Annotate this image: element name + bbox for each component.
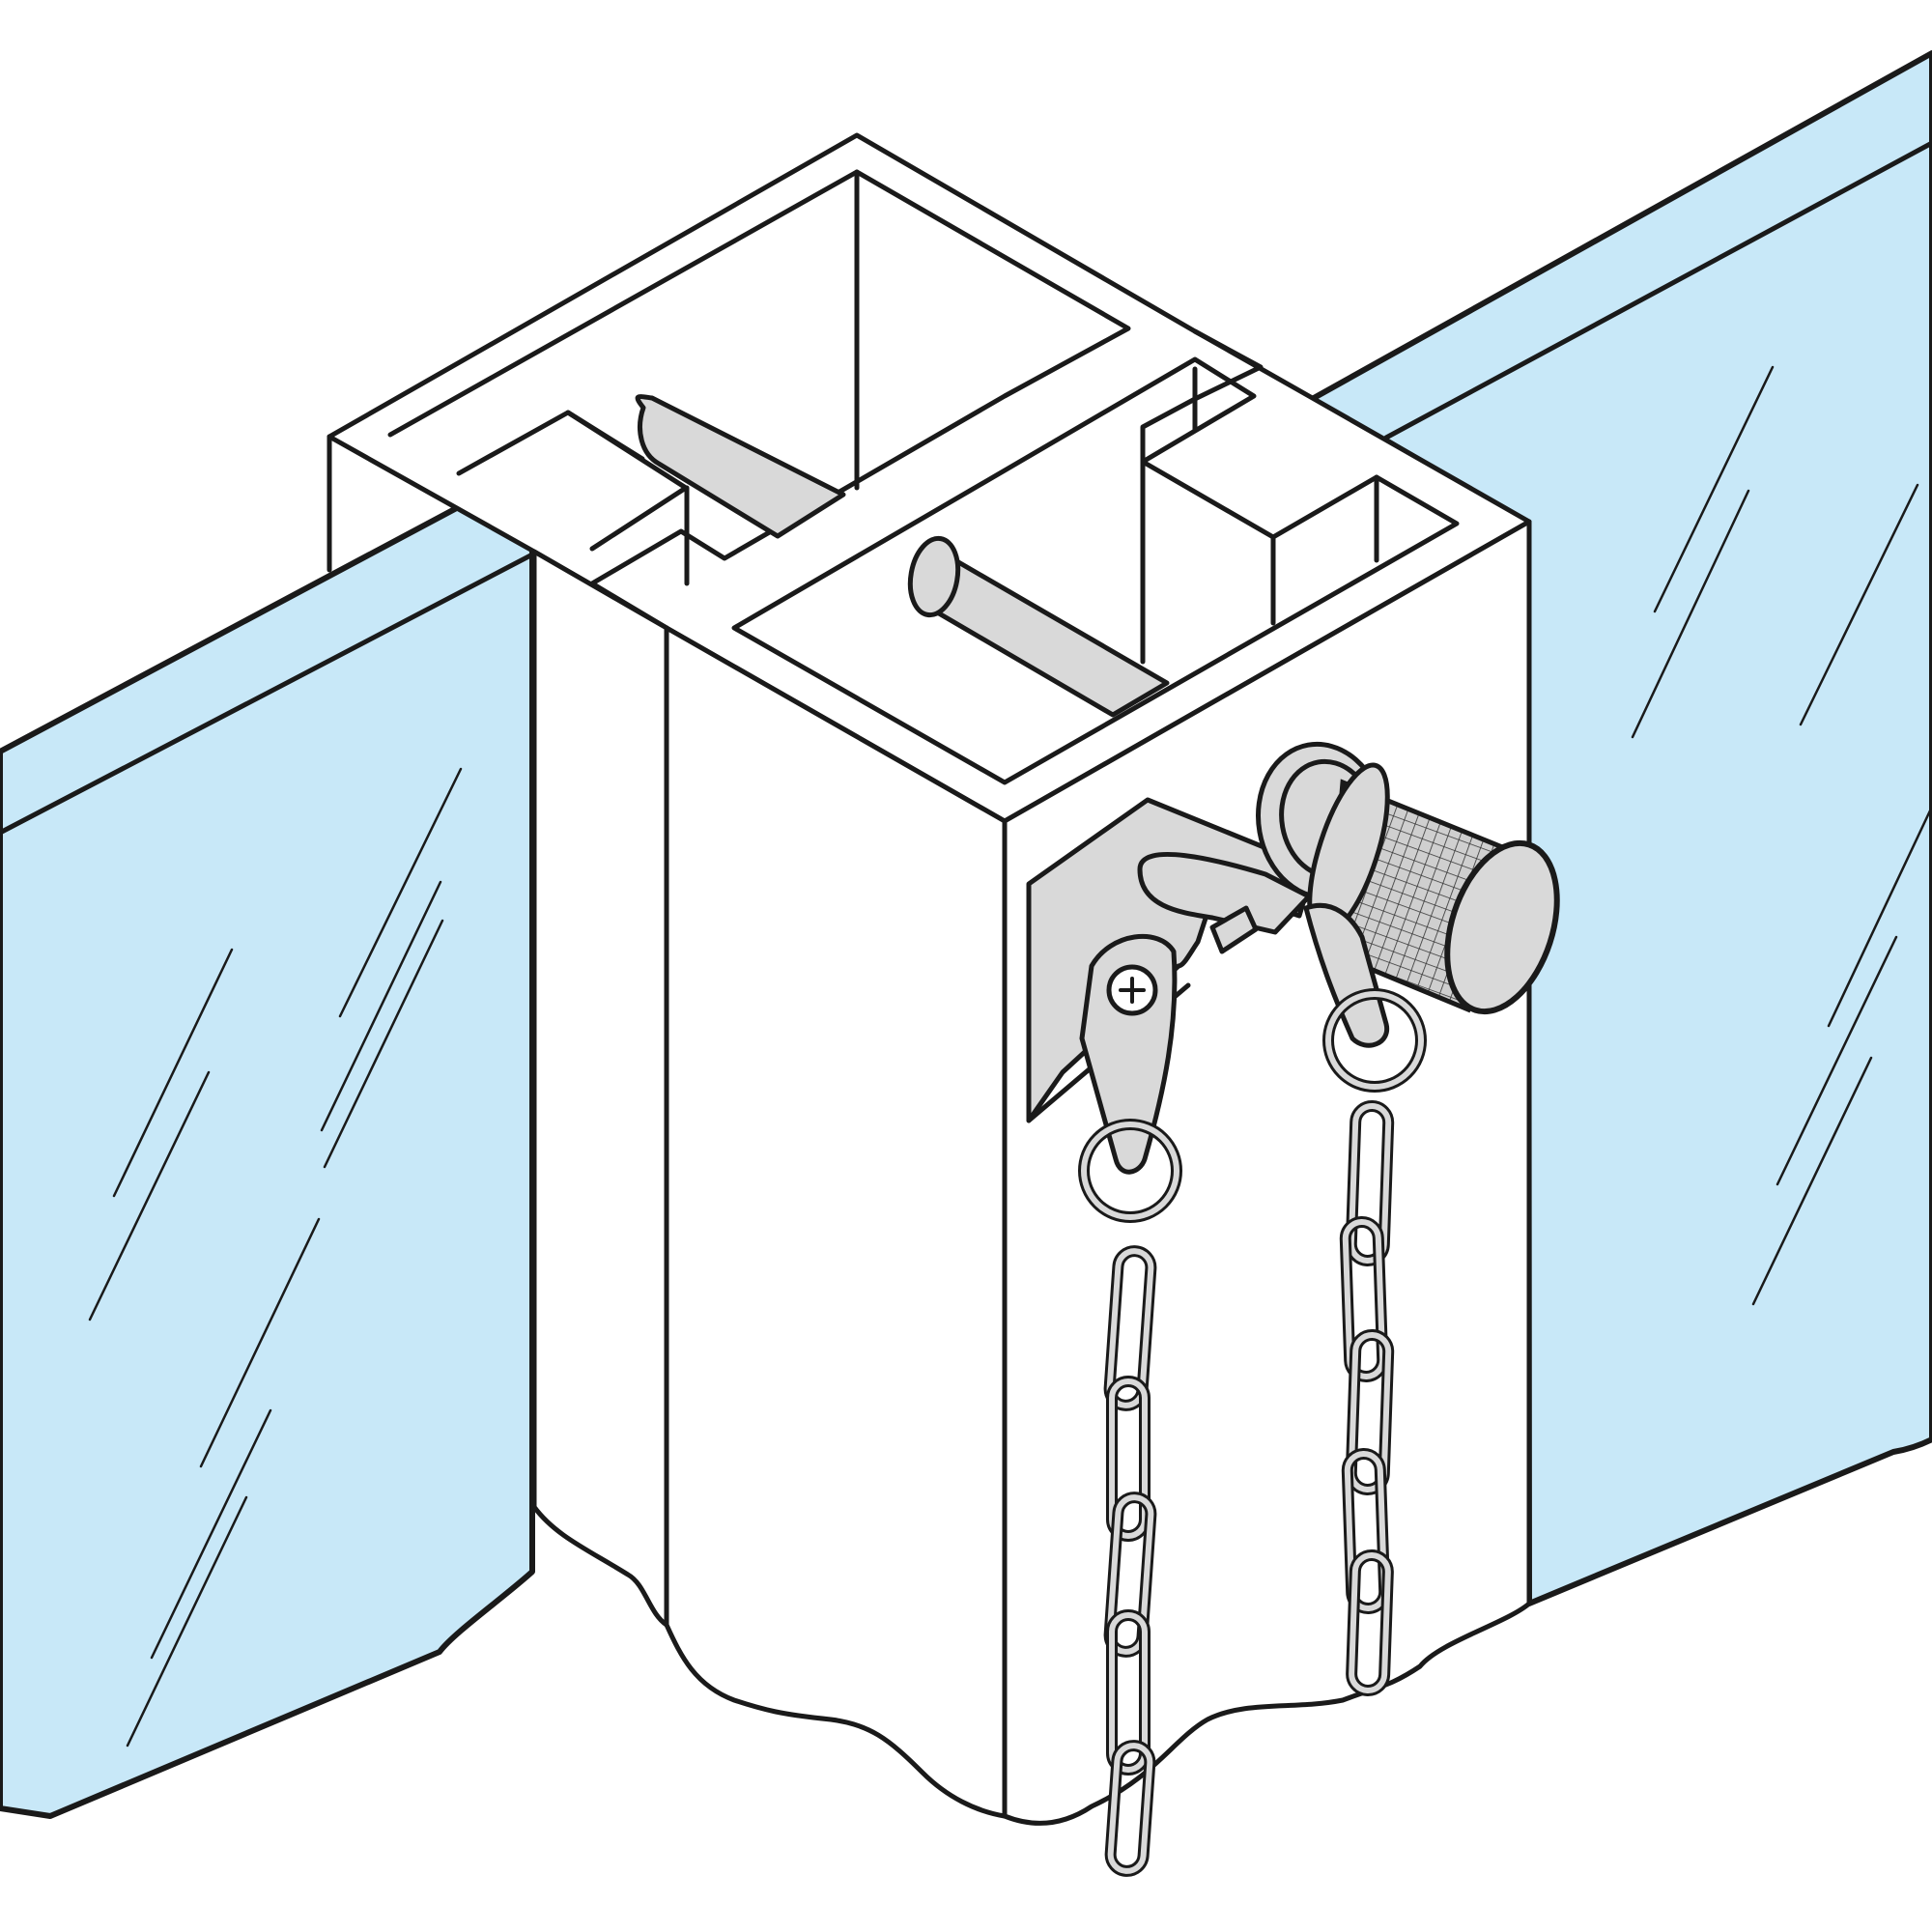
left-glass-panel — [0, 446, 639, 1819]
chain-link-fill — [1107, 1743, 1153, 1874]
chain-ring-fill — [1081, 1122, 1179, 1220]
chain-link-fill — [1106, 1494, 1154, 1655]
left-chain — [1078, 1119, 1182, 1877]
latch-bracket — [1026, 797, 1317, 1175]
chain-link-fill — [1109, 1612, 1148, 1773]
chain-icon — [1078, 988, 1427, 1877]
right-glass-reflections — [1631, 365, 1932, 1306]
knurled-knob-icon — [1255, 741, 1560, 1048]
chain-link-fill — [1348, 1332, 1392, 1492]
chain-ring-fill — [1325, 991, 1424, 1090]
chain-link-fill — [1106, 1248, 1154, 1408]
pin-end — [907, 535, 961, 618]
hinge-pin-rods — [635, 394, 1170, 718]
screw-icon — [1106, 964, 1158, 1016]
chain-link-fill — [1349, 1552, 1391, 1693]
chain-link-fill — [1344, 1451, 1388, 1611]
chain-link-fill — [1109, 1378, 1148, 1539]
chain-link-fill — [1348, 1103, 1392, 1264]
right-chain — [1322, 988, 1427, 1696]
left-glass-reflections — [88, 767, 463, 1747]
chain-link-fill — [1342, 1219, 1386, 1379]
